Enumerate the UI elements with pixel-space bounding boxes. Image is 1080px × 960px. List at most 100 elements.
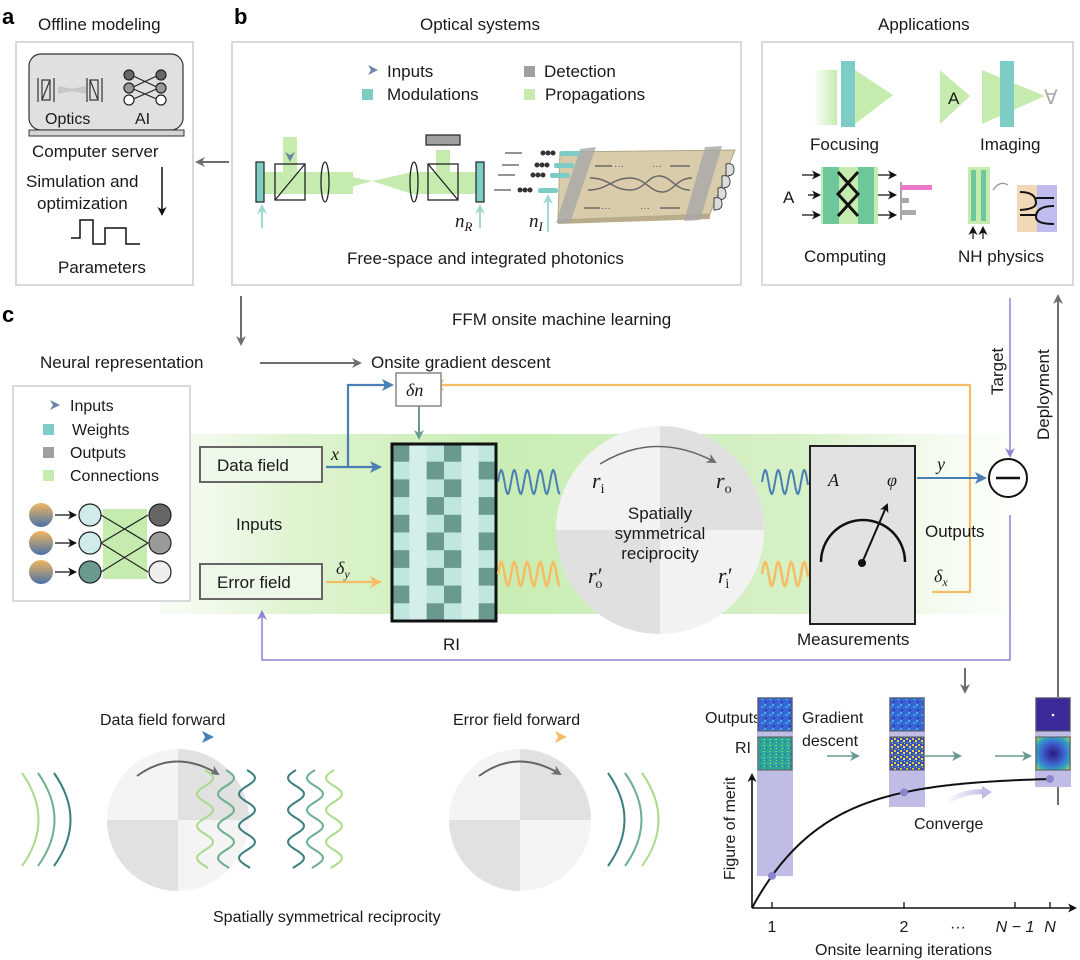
reciprocity-circle: [556, 426, 764, 634]
ri-cell: [478, 532, 497, 551]
data-field-label: Data field: [217, 456, 289, 475]
gradient-descent-line2: descent: [802, 733, 859, 750]
data-field-forward-label: Data field forward: [100, 712, 225, 729]
r-i-prime-symbol: r′i: [718, 563, 733, 592]
measurement-meter: [809, 445, 916, 625]
n-i-symbol: nI: [529, 211, 544, 234]
r-o-prime-symbol: r′o: [588, 563, 603, 592]
ri-cell: [426, 479, 445, 498]
ri-cell: [426, 603, 445, 622]
ri-cell: [409, 603, 428, 622]
simulation-label-line2: optimization: [37, 194, 128, 213]
rotation-arrow-icon: [478, 760, 562, 777]
modulator-right: [475, 161, 485, 203]
panel-a: a Offline modeling Optics AI Computer se…: [2, 4, 194, 286]
x-tick-label: 1: [768, 919, 777, 936]
data-point: [1046, 774, 1054, 783]
wavefront-line: [237, 769, 257, 869]
delta-x-feedback-arrow-icon: [432, 379, 972, 594]
reciprocity-illustration: Data field forward Error field forward: [21, 712, 660, 926]
ri-cell: [409, 444, 428, 463]
imaging-letter-a: A: [948, 89, 960, 108]
svg-text:···: ···: [652, 161, 662, 172]
ri-cell: [478, 603, 497, 622]
x-axis-label: Onsite learning iterations: [815, 942, 992, 959]
ri-cell: [444, 585, 462, 604]
ri-cell: [392, 497, 410, 516]
ri-cell: [461, 603, 480, 622]
ri-cell: [444, 497, 462, 516]
panel-a-title: Offline modeling: [38, 15, 161, 34]
ri-cell: [392, 550, 410, 569]
x-tick-label: 2: [900, 919, 909, 936]
ri-cell: [426, 461, 445, 480]
legend-outputs-swatch: [43, 447, 54, 458]
target-label: Target: [988, 347, 1007, 395]
ri-cell: [392, 603, 410, 622]
converge-label: Converge: [914, 816, 983, 833]
computing-label: Computing: [804, 247, 886, 266]
ri-cell: [392, 585, 410, 604]
ri-cell: [392, 514, 410, 533]
ri-cell: [409, 532, 428, 551]
distorted-wavefronts: [195, 769, 344, 869]
panel-b-caption: Free-space and integrated photonics: [347, 249, 624, 268]
output-thumbnail: [889, 697, 925, 732]
ri-cell: [444, 514, 462, 533]
panel-b-title: Optical systems: [420, 15, 540, 34]
data-field-box: [199, 446, 323, 483]
parameters-label: Parameters: [58, 258, 146, 277]
error-field-box: [199, 563, 323, 600]
error-wave: [496, 560, 561, 588]
outputs-label: Outputs: [925, 522, 985, 541]
ri-cell: [392, 532, 410, 551]
ri-cell: [461, 532, 480, 551]
delta-n-box: [395, 372, 442, 407]
ri-cell: [392, 461, 410, 480]
ri-cell: [461, 550, 480, 569]
ri-cell: [409, 585, 428, 604]
svg-text:···: ···: [601, 203, 611, 214]
imaging-label: Imaging: [980, 135, 1040, 154]
legend-inputs: Inputs: [387, 62, 433, 81]
n-r-symbol: nR: [455, 211, 473, 234]
ri-cell: [426, 444, 445, 463]
ri-cell: [426, 567, 445, 587]
applications-title: Applications: [878, 15, 970, 34]
ri-cell: [478, 497, 497, 516]
panel-b: b Optical systems Inputs Modulations Det…: [231, 4, 742, 286]
ri-thumbnail: [889, 736, 925, 771]
ri-cell: [444, 444, 462, 463]
panel-letter-a: a: [2, 4, 15, 29]
chart-ri-label: RI: [735, 740, 751, 757]
panel-applications: Applications Focusing A ∀ Imaging: [761, 15, 1074, 286]
panel-letter-c: c: [2, 302, 14, 327]
rotation-arrow-icon: [136, 760, 220, 777]
ri-cell: [478, 479, 497, 498]
ri-cell: [392, 479, 410, 498]
reciprocity-line2: symmetrical: [615, 524, 706, 543]
beam-splitter-left: [274, 163, 306, 201]
converge-arrow-icon: [943, 789, 986, 806]
ri-cell: [444, 567, 462, 587]
delta-y-symbol: δy: [336, 558, 350, 581]
delta-x-symbol: δx: [934, 566, 948, 589]
ri-cell: [444, 550, 462, 569]
gradient-descent-line1: Gradient: [802, 710, 864, 727]
output-thumbnail: [757, 697, 793, 732]
lens-left: [320, 161, 330, 203]
legend-c-weights: Weights: [72, 422, 130, 439]
ri-thumbnail: [1035, 736, 1071, 771]
legend-propagations-swatch: [524, 89, 535, 100]
ri-cell: [426, 532, 445, 551]
ri-cell: [392, 444, 410, 463]
x-symbol: x: [330, 444, 339, 464]
svg-text:···: ···: [614, 161, 624, 172]
focusing-label: Focusing: [810, 135, 879, 154]
simulation-label-line1: Simulation and: [26, 172, 138, 191]
nh-physics-icon: [968, 167, 1057, 239]
ri-cell: [409, 514, 428, 533]
legend-modulations: Modulations: [387, 85, 479, 104]
ri-cell: [409, 461, 428, 480]
convergence-chart: Outputs RI Gradient descent ··· Converge…: [705, 697, 1077, 959]
